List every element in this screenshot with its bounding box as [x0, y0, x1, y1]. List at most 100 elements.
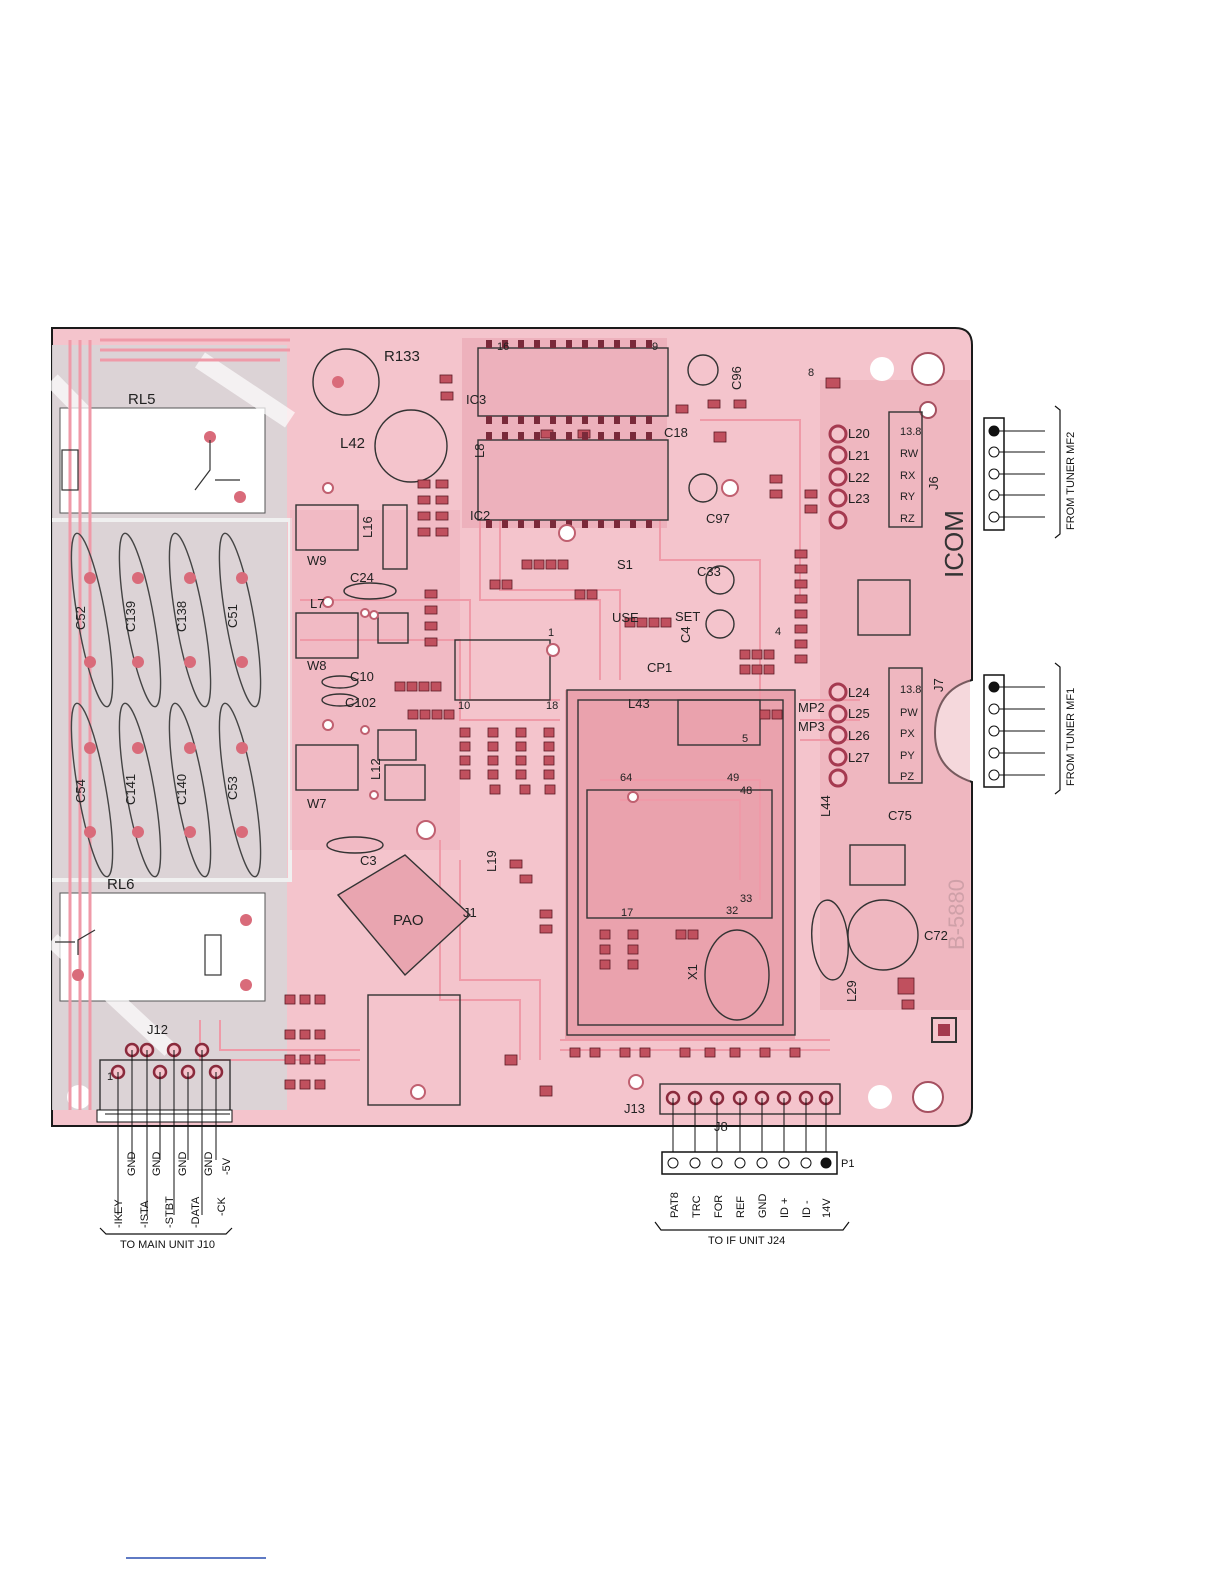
p1-label-gnd: GND: [757, 1194, 769, 1219]
pin-num: 48: [740, 785, 752, 797]
label-c140: C140: [174, 774, 189, 805]
label-j8: J8: [714, 1119, 728, 1134]
label-l42: L42: [340, 435, 365, 452]
label-s1: S1: [617, 557, 633, 572]
label-rl5: RL5: [128, 391, 156, 408]
smd-parts: [284, 340, 915, 1100]
label-mp3: MP3: [798, 719, 825, 734]
j6-j7-board-pads: [828, 424, 848, 788]
label-l44: L44: [818, 795, 833, 817]
p1-label-id-minus: ID -: [801, 1200, 813, 1218]
pin-num: 9: [652, 341, 658, 353]
j7-pin-pw: PW: [900, 707, 918, 719]
pin-num: 33: [740, 893, 752, 905]
label-c75: C75: [888, 808, 912, 823]
label-c139: C139: [123, 601, 138, 632]
j12-label-ista: -ISTA: [139, 1200, 151, 1228]
label-l16: L16: [360, 516, 375, 538]
label-l7: L7: [310, 596, 324, 611]
j7-pin-px: PX: [900, 728, 915, 740]
connector-mf2: FROM TUNER MF2: [983, 405, 1077, 539]
label-w8: W8: [307, 658, 327, 673]
pin-num: 49: [727, 772, 739, 784]
label-l19: L19: [484, 850, 499, 872]
pin-num: 18: [546, 700, 558, 712]
p1-label-ref: REF: [735, 1196, 747, 1218]
j12-label-gnd: GND: [151, 1152, 163, 1177]
label-use: USE: [612, 610, 639, 625]
p1-label-pat8: PAT8: [669, 1192, 681, 1218]
j12-label-gnd: GND: [126, 1152, 138, 1177]
pin-num: 16: [497, 341, 509, 353]
j12-label-ikey: -IKEY: [113, 1199, 125, 1228]
label-ic3: IC3: [466, 392, 486, 407]
caption-from-tuner-mf1: FROM TUNER MF1: [1065, 688, 1077, 786]
label-j12: J12: [147, 1022, 168, 1037]
j6-pin-ry: RY: [900, 491, 916, 503]
label-c141: C141: [123, 774, 138, 805]
connector-main-unit: -IKEY GND -ISTA GND -STBT GND -DATA GND …: [96, 1050, 233, 1251]
label-c72: C72: [924, 928, 948, 943]
label-c97: C97: [706, 511, 730, 526]
label-j1: J1: [463, 905, 477, 920]
label-l29: L29: [844, 980, 859, 1002]
j6-pin-rz: RZ: [900, 513, 915, 525]
label-c10: C10: [350, 669, 374, 684]
relay-symbols: [55, 440, 240, 976]
brand-icom: ICOM: [939, 510, 969, 578]
label-l23: L23: [848, 491, 870, 506]
label-c33: C33: [697, 564, 721, 579]
label-c96: C96: [729, 366, 744, 390]
pin-num: 5: [742, 733, 748, 745]
j7-pin-13-8: 13.8: [900, 684, 921, 696]
label-c54: C54: [73, 779, 88, 803]
label-l24: L24: [848, 685, 870, 700]
p1-label-for: FOR: [713, 1195, 725, 1218]
pin-num: 8: [808, 367, 814, 379]
j12-label-stbt: -STBT: [164, 1196, 176, 1228]
label-l27: L27: [848, 750, 870, 765]
label-c3: C3: [360, 853, 377, 868]
label-c4: C4: [678, 626, 693, 643]
connector-mf1: FROM TUNER MF1: [983, 662, 1077, 795]
j12-label-data: -DATA: [190, 1196, 202, 1228]
p1-label-14v: 14V: [821, 1198, 833, 1218]
label-l25: L25: [848, 706, 870, 721]
pin-num: 32: [726, 905, 738, 917]
label-j6: J6: [926, 476, 941, 490]
label-ic2: IC2: [470, 508, 490, 523]
label-l20: L20: [848, 426, 870, 441]
silkscreen-labels: RL5 RL6 C52 C139 C138 C51 C54 C141 C140 …: [73, 341, 969, 1134]
j12-label-gnd: GND: [203, 1152, 215, 1177]
connector-if-unit: P1 PAT8 TRC FOR REF GND ID + ID - 14V TO…: [654, 1098, 854, 1247]
label-c102: C102: [345, 695, 376, 710]
j12-pin-1-marker: 1: [107, 1071, 113, 1083]
label-c138: C138: [174, 601, 189, 632]
caption-to-main-unit: TO MAIN UNIT J10: [120, 1239, 215, 1251]
j7-pin-py: PY: [900, 750, 915, 762]
j12-label-ck: -CK: [216, 1196, 228, 1216]
j6-pin-rw: RW: [900, 448, 919, 460]
j12-label-5v: -5V: [221, 1157, 233, 1175]
pin-num: 17: [621, 907, 633, 919]
label-l21: L21: [848, 448, 870, 463]
label-c18: C18: [664, 425, 688, 440]
label-j13: J13: [624, 1101, 645, 1116]
p1-label-id-plus: ID +: [779, 1198, 791, 1218]
label-r133: R133: [384, 348, 420, 365]
caption-from-tuner-mf2: FROM TUNER MF2: [1065, 432, 1077, 530]
label-j7: J7: [931, 678, 946, 692]
label-l43: L43: [628, 696, 650, 711]
label-c52: C52: [73, 606, 88, 630]
label-p1: P1: [841, 1158, 854, 1170]
label-l12: L12: [368, 758, 383, 780]
label-set: SET: [675, 609, 700, 624]
j6-pin-rx: RX: [900, 470, 916, 482]
pin-num: 64: [620, 772, 632, 784]
component-outlines: [99, 347, 923, 1121]
label-w9: W9: [307, 553, 327, 568]
label-l26: L26: [848, 728, 870, 743]
label-c51: C51: [225, 604, 240, 628]
pcb-traces: [68, 338, 860, 1110]
